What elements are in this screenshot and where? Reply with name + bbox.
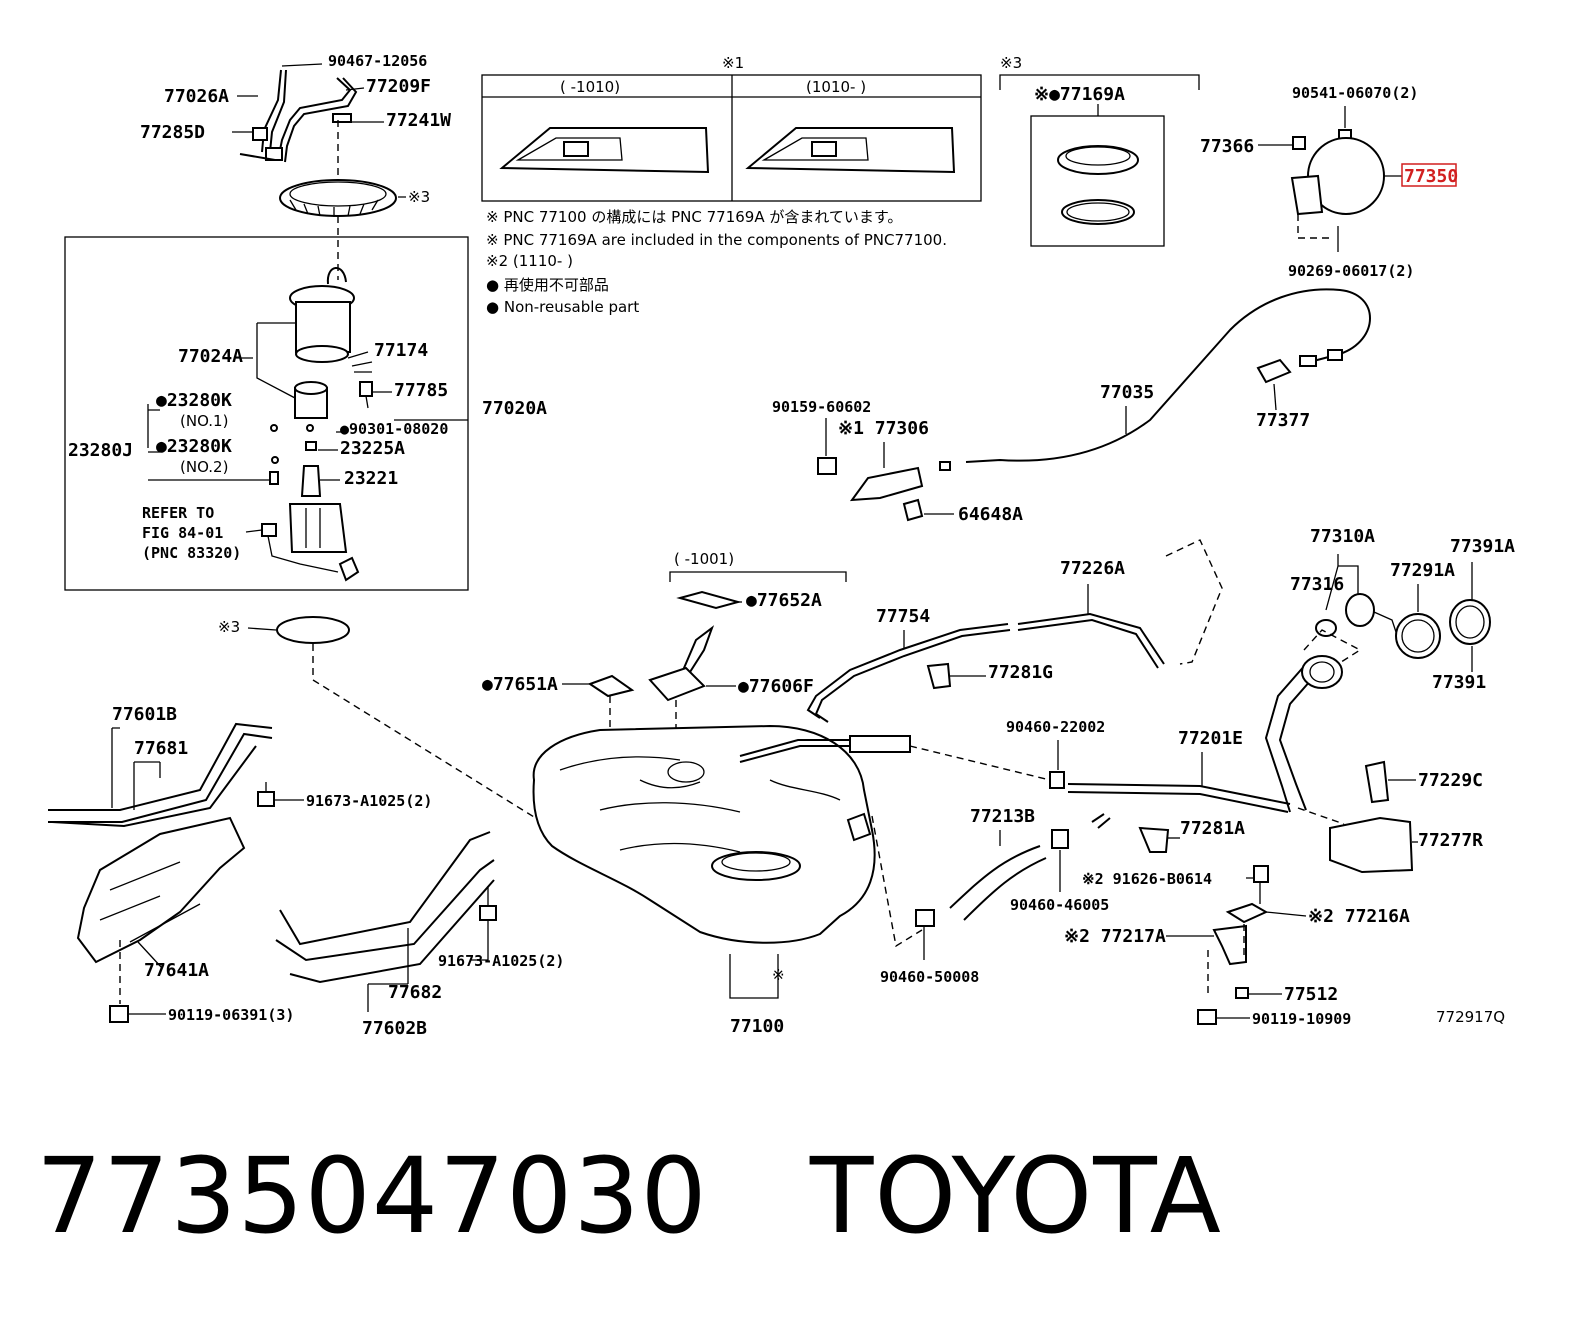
note-en: ※ PNC 77169A are included in the compone… xyxy=(486,231,947,249)
label-77217a: ※2 77217A xyxy=(1064,926,1166,947)
label-77681: 77681 xyxy=(134,738,188,759)
label-77174: 77174 xyxy=(374,340,428,361)
label-77366: 77366 xyxy=(1200,136,1254,157)
label-90119-06391: 90119-06391(3) xyxy=(168,1006,294,1024)
footer-brand: TOYOTA xyxy=(809,1135,1222,1257)
label-77277r: 77277R xyxy=(1418,830,1483,851)
kit-ref: ※3 xyxy=(1000,54,1022,72)
label-23280k-no1: ●23280K xyxy=(156,390,232,411)
label-77201e: 77201E xyxy=(1178,728,1243,749)
note-jp: ※ PNC 77100 の構成には PNC 77169A が含まれています。 xyxy=(486,208,902,226)
label-77316: 77316 xyxy=(1290,574,1344,595)
variant-col-2: (1010- ) xyxy=(806,78,866,96)
label-refer-line1: REFER TO xyxy=(142,504,214,522)
part-number-footer: 7735047030 TOYOTA xyxy=(36,1135,1222,1257)
parts-diagram: 90467-12056 77209F 77026A 77285D 77241W … xyxy=(48,52,1515,1039)
fuel-tank-group: ( -1001) ●77652A ●77651A ●77606F ※ 77100 xyxy=(482,550,911,1037)
label-77281a: 77281A xyxy=(1180,818,1245,839)
label-90119-10909: 90119-10909 xyxy=(1252,1010,1351,1028)
label-91673-a1025-a: 91673-A1025(2) xyxy=(306,792,432,810)
label-77651a: ●77651A xyxy=(482,674,558,695)
straps-protector-group: 77601B 77681 77641A 91673-A1025(2) 90119… xyxy=(48,704,564,1039)
label-77350-highlighted[interactable]: 77350 xyxy=(1404,166,1458,187)
label-90460-50008: 90460-50008 xyxy=(880,968,979,986)
label-77602b: 77602B xyxy=(362,1018,427,1039)
label-77100-ref: ※ xyxy=(772,966,785,984)
label-23225a: 23225A xyxy=(340,438,405,459)
label-90541-06070: 90541-06070(2) xyxy=(1292,84,1418,102)
label-refer-line3: (PNC 83320) xyxy=(142,544,241,562)
label-90269-06017: 90269-06017(2) xyxy=(1288,262,1414,280)
label-77391: 77391 xyxy=(1432,672,1486,693)
label-ref-3a: ※3 xyxy=(408,188,430,206)
variant-col-1: ( -1010) xyxy=(560,78,620,96)
label-77213b: 77213B xyxy=(970,806,1035,827)
kit-77169a: ※3 ※●77169A xyxy=(999,54,1200,247)
fuel-lid-group: 90541-06070(2) 77366 77350 90269-06017(2… xyxy=(1200,84,1458,280)
label-77229c: 77229C xyxy=(1418,770,1483,791)
label-77377: 77377 xyxy=(1256,410,1310,431)
label-23280j: 23280J xyxy=(68,440,133,461)
label-no1: (NO.1) xyxy=(180,412,228,430)
label-90159-60602: 90159-60602 xyxy=(772,398,871,416)
opener-cable-group: 77377 77035 90159-60602 ※1 77306 64648A xyxy=(772,288,1371,525)
hose-bracket-group: 77213B 90460-46005 90460-50008 77281A ※2… xyxy=(871,806,1505,1028)
label-77209f: 77209F xyxy=(366,76,431,97)
label-77512: 77512 xyxy=(1284,984,1338,1005)
label-23280k-no2: ●23280K xyxy=(156,436,232,457)
label-90301-08020: ●90301-08020 xyxy=(340,420,448,438)
label-90467-12056: 90467-12056 xyxy=(328,52,427,70)
filler-neck-group: 77310A 77316 77291A 77391A 77391 77201E … xyxy=(909,526,1515,874)
label-77035: 77035 xyxy=(1100,382,1154,403)
label-90460-46005: 90460-46005 xyxy=(1010,896,1109,914)
note-ref-2: ※2 (1110- ) xyxy=(486,252,573,270)
label-77391a: 77391A xyxy=(1450,536,1515,557)
diagram-code: 772917Q xyxy=(1436,1008,1505,1026)
fuel-pump-labels: 90467-12056 77209F 77026A 77285D 77241W … xyxy=(68,52,547,636)
fuel-pump-group xyxy=(64,63,556,831)
notes: ※ PNC 77100 の構成には PNC 77169A が含まれています。 ※… xyxy=(486,208,947,316)
label-no2: (NO.2) xyxy=(180,458,228,476)
label-90460-22002: 90460-22002 xyxy=(1006,718,1105,736)
label-77754: 77754 xyxy=(876,606,930,627)
label-91673-a1025-b: 91673-A1025(2) xyxy=(438,952,564,970)
label-77682: 77682 xyxy=(388,982,442,1003)
label-77641a: 77641A xyxy=(144,960,209,981)
variant-table: ※1 ( -1010) (1010- ) xyxy=(481,54,982,202)
label-77652a: ●77652A xyxy=(746,590,822,611)
variant-table-ref: ※1 xyxy=(722,54,744,72)
label-77026a: 77026A xyxy=(164,86,229,107)
label-77020a: 77020A xyxy=(482,398,547,419)
footer-part-number: 7735047030 xyxy=(36,1135,708,1257)
label-77306: ※1 77306 xyxy=(838,418,929,439)
label-77216a: ※2 77216A xyxy=(1308,906,1410,927)
label-77226a: 77226A xyxy=(1060,558,1125,579)
label-77310a: 77310A xyxy=(1310,526,1375,547)
label-77024a: 77024A xyxy=(178,346,243,367)
label-91626-b0614: ※2 91626-B0614 xyxy=(1082,870,1212,888)
label-range-1001: ( -1001) xyxy=(674,550,734,568)
breather-pipes: 77754 77226A 77281G xyxy=(806,539,1223,723)
note-non-reusable-jp: ● 再使用不可部品 xyxy=(486,276,609,294)
label-77291a: 77291A xyxy=(1390,560,1455,581)
label-23221: 23221 xyxy=(344,468,398,489)
label-77281g: 77281G xyxy=(988,662,1053,683)
label-64648a: 64648A xyxy=(958,504,1023,525)
label-77606f: ●77606F xyxy=(738,676,814,697)
label-refer-line2: FIG 84-01 xyxy=(142,524,223,542)
label-77169a: ※●77169A xyxy=(1034,84,1125,105)
label-77601b: 77601B xyxy=(112,704,177,725)
label-77785: 77785 xyxy=(394,380,448,401)
label-77285d: 77285D xyxy=(140,122,205,143)
label-77241w: 77241W xyxy=(386,110,451,131)
label-77100: 77100 xyxy=(730,1016,784,1037)
note-non-reusable-en: ● Non-reusable part xyxy=(486,298,639,316)
label-ref-3b: ※3 xyxy=(218,618,240,636)
